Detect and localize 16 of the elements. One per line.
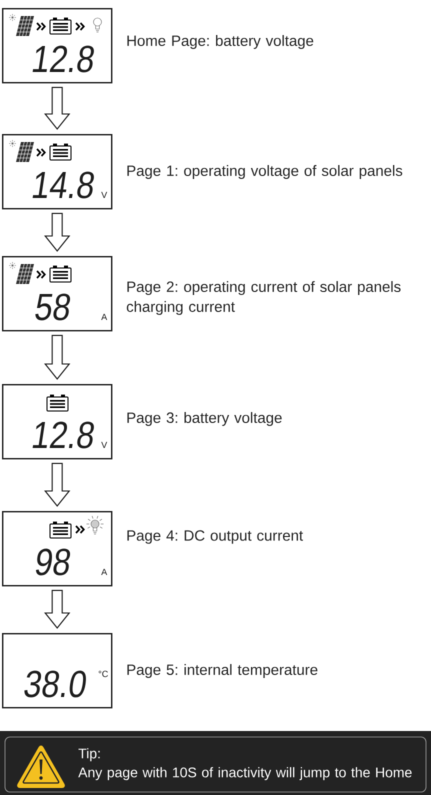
tip-box: Tip: Any page with 10S of inactivity will jump to the Home: [0, 731, 431, 795]
arrow: [44, 334, 70, 380]
node-label: Page 4: DC output current: [127, 530, 303, 544]
lcd-display: 58 A: [2, 256, 112, 332]
lcd-display: 12.8: [2, 8, 112, 84]
node-label: Page 3: battery voltage: [127, 412, 282, 426]
lcd-display: 38.0 °C: [2, 633, 112, 708]
lcd-display: 98 A: [2, 511, 112, 586]
node-label: Home Page: battery voltage: [127, 35, 314, 49]
node-label: Page 1: operating voltage of solar panels: [127, 165, 402, 179]
node-label: Page 2: operating current of solar panels charging current: [126, 281, 401, 315]
arrow: [44, 212, 70, 252]
arrow: [44, 462, 70, 507]
arrow: [44, 86, 70, 130]
arrow: [44, 590, 70, 629]
node-label: Page 5: internal temperature: [127, 664, 318, 678]
